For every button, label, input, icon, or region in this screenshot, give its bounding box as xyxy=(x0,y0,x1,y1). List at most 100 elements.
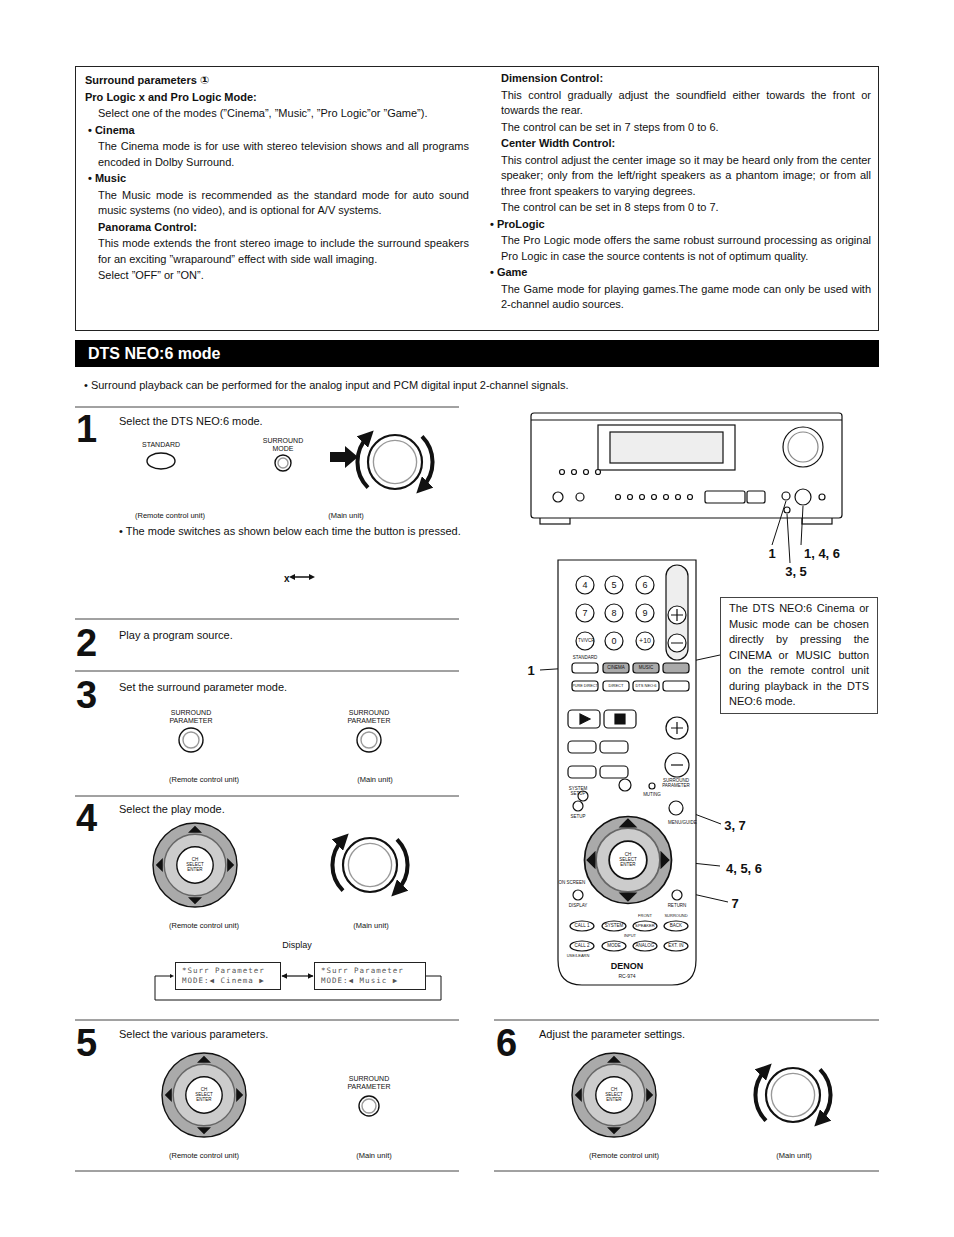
remote-control xyxy=(671,609,683,643)
panel-text: Pro Logic x and Pro Logic Mode: xyxy=(85,90,465,106)
remote-label: 8 xyxy=(611,608,616,618)
remote-label: USE/LEARN xyxy=(567,954,590,959)
remote-label: EXT. IN xyxy=(668,943,683,948)
remote-control xyxy=(568,741,596,753)
receiver xyxy=(795,489,811,505)
step-number: 3 xyxy=(76,676,97,714)
remote-control xyxy=(636,604,654,622)
cursor-pad xyxy=(153,823,237,907)
receiver xyxy=(531,413,842,524)
remote-control xyxy=(558,560,696,985)
remote-label: PURE DIRECT xyxy=(572,684,598,688)
leader-line xyxy=(787,514,790,563)
remote-control xyxy=(636,576,654,594)
remote-label: BACK xyxy=(670,923,682,928)
receiver xyxy=(531,419,842,420)
step-number: 6 xyxy=(496,1024,517,1062)
knob-symbol xyxy=(332,435,830,1122)
model-name: RC-974 xyxy=(618,974,635,980)
receiver xyxy=(819,494,825,500)
remote-label: MODE xyxy=(607,943,621,948)
panel-text: The Cinema mode is for use with stereo t… xyxy=(98,139,469,170)
panel-text: Center Width Control: xyxy=(501,136,871,152)
leader-line xyxy=(801,506,803,545)
remote-control xyxy=(666,717,688,739)
remote-control xyxy=(664,941,688,951)
remote-label: SURROUND xyxy=(664,914,687,919)
panel-text: • Game xyxy=(490,265,870,281)
remote-control xyxy=(664,921,688,931)
remote-control xyxy=(570,921,594,931)
remote-control xyxy=(605,632,623,650)
remote-label: SURROUND PARAMETER xyxy=(656,778,696,788)
remote-label: CINEMA xyxy=(607,665,625,670)
step-number: 1 xyxy=(76,410,97,448)
display-screen: *Surr ParameterMODE:◀ Music ▶ xyxy=(314,962,426,990)
rule-line xyxy=(75,1020,459,1021)
receiver xyxy=(584,470,589,475)
panel-text: The Game mode for playing games.The game… xyxy=(501,282,871,313)
remote-control xyxy=(573,890,583,900)
button-label: SURROUND PARAMETER xyxy=(339,1075,399,1091)
panel-text: The control can be set in 8 steps from 0… xyxy=(501,200,871,216)
panel-text: • Cinema xyxy=(88,123,468,139)
panel-text: The Music mode is recommended as the sta… xyxy=(98,188,469,219)
display-text: MODE:◀ Music ▶ xyxy=(321,976,419,986)
button-symbol xyxy=(278,458,288,468)
callout-number: 3, 5 xyxy=(785,564,807,579)
note: • The mode switches as shown below each … xyxy=(119,524,464,539)
mode-symbol: x xyxy=(284,571,290,586)
remote-control xyxy=(605,604,623,622)
display-text: *Surr Parameter xyxy=(182,966,274,976)
button-symbol xyxy=(359,1096,379,1116)
remote-control xyxy=(633,681,659,691)
knob-symbol xyxy=(755,1068,830,1122)
receiver xyxy=(610,432,723,463)
knob-symbol xyxy=(357,435,432,489)
step-text: Select the DTS NEO:6 mode. xyxy=(119,414,263,429)
remote-label: FRONT xyxy=(638,914,652,919)
caption: (Remote control unit) xyxy=(589,1152,659,1161)
step-number: 5 xyxy=(76,1024,97,1062)
display-text: *Surr Parameter xyxy=(321,966,419,976)
remote-control xyxy=(602,941,626,951)
remote-label: MUTING xyxy=(643,792,661,797)
remote-label: SETUP xyxy=(570,814,585,819)
rule-line xyxy=(75,671,459,672)
step-text: Set the surround parameter mode. xyxy=(119,680,287,695)
note-box: The DTS NEO:6 Cinema or Music mode can b… xyxy=(720,597,878,714)
caption: (Main unit) xyxy=(357,776,392,785)
arrow-symbol xyxy=(330,446,358,468)
panel-text: The control can be set in 7 steps from 0… xyxy=(501,120,871,136)
step-text: Adjust the parameter settings. xyxy=(539,1027,685,1042)
receiver xyxy=(782,492,790,500)
remote-label: 7 xyxy=(582,608,587,618)
panel-text: Select one of the modes (”Cinema”, ”Musi… xyxy=(98,106,469,122)
display-text: MODE:◀ Cinema ▶ xyxy=(182,976,274,986)
button-label: CH SELECT ENTER xyxy=(185,857,205,873)
remote-label: 0 xyxy=(611,636,616,646)
panel-text: This mode extends the front stereo image… xyxy=(98,236,469,267)
caption: (Remote control unit) xyxy=(135,512,205,521)
remote-control xyxy=(602,921,626,931)
panel-text: Dimension Control: xyxy=(501,71,871,87)
remote-control xyxy=(570,941,594,951)
remote-label: SYSTEM xyxy=(605,923,624,928)
remote-control xyxy=(636,632,654,650)
receiver xyxy=(531,413,842,518)
remote-control xyxy=(576,604,594,622)
receiver xyxy=(596,470,601,475)
note: • Surround playback can be performed for… xyxy=(84,378,568,393)
remote-label: STANDARD xyxy=(573,655,597,660)
receiver xyxy=(747,491,765,503)
remote-control xyxy=(663,663,689,673)
note-text: The DTS NEO:6 Cinema or Music mode can b… xyxy=(729,601,869,710)
brand-name: DENON xyxy=(611,961,644,971)
remote-label: MUSIC xyxy=(639,665,654,670)
button-symbol xyxy=(275,455,291,471)
rule-line xyxy=(494,1171,879,1172)
arrow-symbol xyxy=(292,576,312,578)
remote-control xyxy=(671,764,683,765)
callout-number: 4, 5, 6 xyxy=(726,861,762,876)
remote-label: CALL 2 xyxy=(575,943,590,948)
